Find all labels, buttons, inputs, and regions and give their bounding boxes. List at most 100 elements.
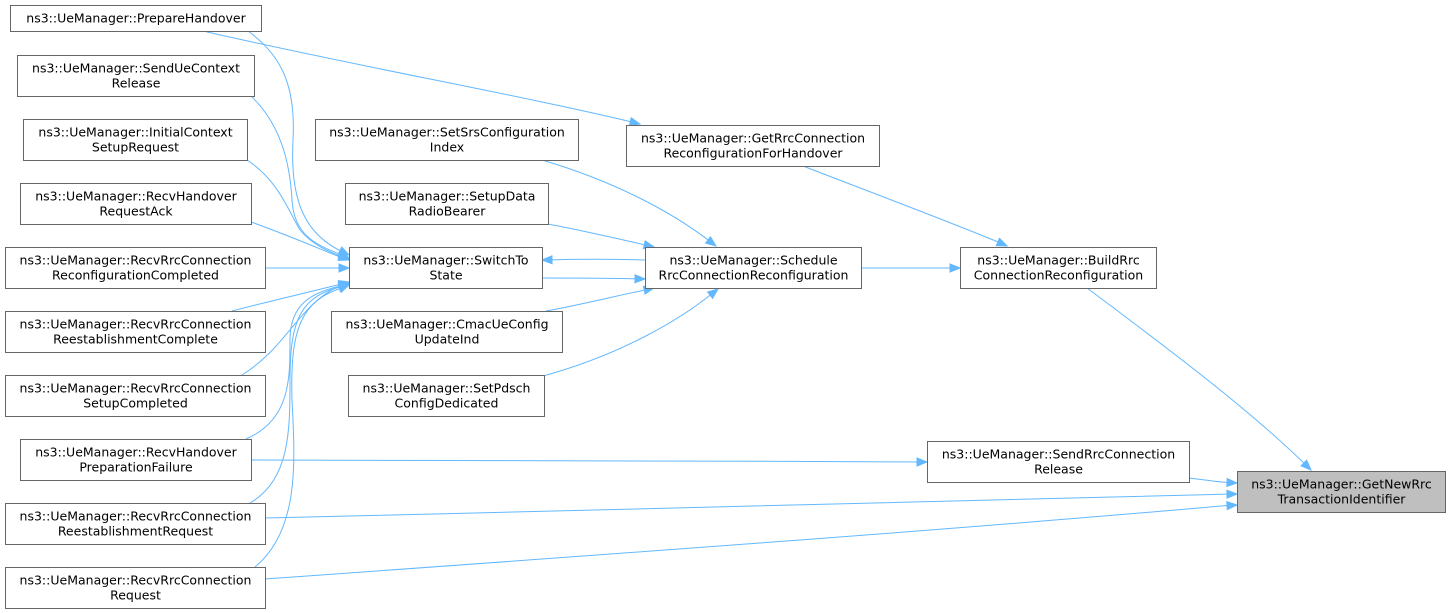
node-label-line: ns3::UeManager::SwitchTo: [363, 253, 528, 268]
node-recv-handover-prep-failure[interactable]: ns3::UeManager::RecvHandoverPreparationF…: [20, 439, 252, 481]
node-box: [17, 55, 255, 97]
node-prepare-handover[interactable]: ns3::UeManager::PrepareHandover: [10, 5, 262, 32]
node-label-line: RrcConnectionReconfiguration: [659, 268, 849, 283]
node-label-line: ns3::UeManager::BuildRrc: [977, 253, 1140, 268]
node-box: [5, 247, 266, 289]
node-box: [5, 375, 266, 417]
node-label-line: ns3::UeManager::SendUeContext: [32, 61, 240, 76]
node-box: [1237, 471, 1446, 513]
edge-line: [250, 221, 346, 260]
node-label-line: TransactionIdentifier: [1277, 492, 1407, 507]
edge-arrowhead: [1226, 477, 1239, 488]
node-build-rrc-conn-reconfig[interactable]: ns3::UeManager::BuildRrcConnectionReconf…: [960, 247, 1157, 289]
edge-line: [1086, 287, 1309, 468]
edge-line: [247, 30, 346, 254]
edge-initial-context-setup-request-to-switch-to-state: [246, 159, 351, 261]
node-label-line: ReestablishmentRequest: [58, 524, 213, 539]
edge-line: [802, 165, 1004, 245]
edge-setup-data-radio-bearer-to-schedule-rrc-conn-reconfig: [547, 223, 656, 250]
edge-send-rrc-conn-release-to-get-new-rrc-transaction-identifier: [1188, 477, 1239, 488]
node-box: [20, 183, 252, 225]
node-label-line: ns3::UeManager::GetRrcConnection: [641, 131, 865, 146]
edge-arrowhead: [337, 284, 351, 294]
edge-arrowhead: [1226, 500, 1239, 511]
edge-line: [254, 286, 346, 568]
node-label-line: ns3::UeManager::CmacUeConfig: [345, 317, 548, 332]
edge-recv-handover-prep-failure-to-send-rrc-conn-release: [250, 457, 929, 467]
edge-recv-rrc-conn-request-to-switch-to-state: [254, 284, 351, 568]
node-label-line: ns3::UeManager::RecvRrcConnection: [20, 317, 252, 332]
node-label-line: ns3::UeManager::RecvHandover: [35, 189, 237, 204]
edge-line: [264, 493, 1234, 519]
call-graph-nodes: ns3::UeManager::PrepareHandoverns3::UeMa…: [5, 5, 1446, 609]
node-label-line: UpdateInd: [415, 332, 480, 347]
call-graph-edges: [202, 30, 1312, 580]
edge-build-rrc-conn-reconfig-to-get-new-rrc-transaction-identifier: [1086, 287, 1312, 471]
edge-line: [541, 277, 642, 280]
edge-recv-rrc-conn-reest-request-to-get-new-rrc-transaction-identifier: [264, 489, 1239, 519]
node-get-rrc-conn-reconfig-for-handover[interactable]: ns3::UeManager::GetRrcConnectionReconfig…: [626, 125, 880, 167]
node-recv-rrc-conn-setup-completed[interactable]: ns3::UeManager::RecvRrcConnectionSetupCo…: [5, 375, 266, 417]
node-label-line: ns3::UeManager::SetPdsch: [363, 381, 531, 396]
node-get-new-rrc-transaction-identifier[interactable]: ns3::UeManager::GetNewRrcTransactionIden…: [1237, 471, 1446, 513]
node-box: [5, 311, 266, 353]
node-label-line: ns3::UeManager::SetupData: [359, 189, 536, 204]
node-label-line: ns3::UeManager::SetSrsConfiguration: [329, 125, 565, 140]
edge-arrowhead: [995, 237, 1009, 247]
edge-get-rrc-conn-reconfig-for-handover-to-build-rrc-conn-reconfig: [802, 165, 1009, 247]
edge-arrowhead: [949, 263, 962, 273]
node-box: [10, 5, 262, 32]
edge-arrowhead: [916, 457, 929, 467]
node-label-line: ReestablishmentComplete: [53, 332, 218, 347]
node-box: [345, 183, 549, 225]
node-box: [5, 503, 266, 545]
node-label-line: ns3::UeManager::RecvRrcConnection: [20, 573, 252, 588]
node-box: [331, 311, 563, 353]
node-label-line: ns3::UeManager::GetNewRrc: [1251, 477, 1432, 492]
edge-arrowhead: [1300, 459, 1312, 471]
edge-arrowhead: [706, 288, 720, 300]
edge-arrowhead: [634, 274, 647, 284]
edge-line: [249, 94, 346, 257]
node-label-line: ReconfigurationCompleted: [52, 268, 219, 283]
node-initial-context-setup-request[interactable]: ns3::UeManager::InitialContextSetupReque…: [23, 119, 248, 161]
node-label-line: ns3::UeManager::RecvRrcConnection: [20, 509, 252, 524]
node-box: [315, 119, 579, 161]
node-box: [348, 375, 545, 417]
node-recv-rrc-conn-reest-complete[interactable]: ns3::UeManager::RecvRrcConnectionReestab…: [5, 311, 266, 353]
node-label-line: PreparationFailure: [79, 460, 193, 475]
node-box: [23, 119, 248, 161]
node-label-line: SetupCompleted: [83, 396, 188, 411]
node-box: [626, 125, 880, 167]
node-label-line: ns3::UeManager::Schedule: [669, 253, 837, 268]
node-schedule-rrc-conn-reconfig[interactable]: ns3::UeManager::ScheduleRrcConnectionRec…: [645, 247, 862, 289]
node-label-line: SetupRequest: [92, 140, 179, 155]
edge-recv-rrc-conn-request-to-get-new-rrc-transaction-identifier: [264, 500, 1239, 580]
node-label-line: ns3::UeManager::RecvRrcConnection: [20, 253, 252, 268]
edge-line: [250, 459, 924, 463]
node-recv-rrc-conn-reconfig-completed[interactable]: ns3::UeManager::RecvRrcConnectionReconfi…: [5, 247, 266, 289]
node-box: [349, 247, 543, 289]
node-label-line: ns3::UeManager::SendRrcConnection: [942, 447, 1175, 462]
node-label-line: Release: [1034, 462, 1083, 477]
edge-line: [241, 283, 346, 376]
edge-arrowhead: [628, 116, 642, 127]
node-label-line: RequestAck: [99, 204, 173, 219]
edge-recv-rrc-conn-reconfig-completed-to-switch-to-state: [265, 263, 351, 273]
node-recv-rrc-conn-reest-request[interactable]: ns3::UeManager::RecvRrcConnectionReestab…: [5, 503, 266, 545]
edge-schedule-rrc-conn-reconfig-to-build-rrc-conn-reconfig: [861, 263, 962, 273]
edge-line: [231, 282, 346, 312]
node-label-line: ConnectionReconfiguration: [974, 268, 1143, 283]
node-label-line: ns3::UeManager::RecvHandover: [35, 445, 237, 460]
node-label-line: ReconfigurationForHandover: [663, 146, 843, 161]
